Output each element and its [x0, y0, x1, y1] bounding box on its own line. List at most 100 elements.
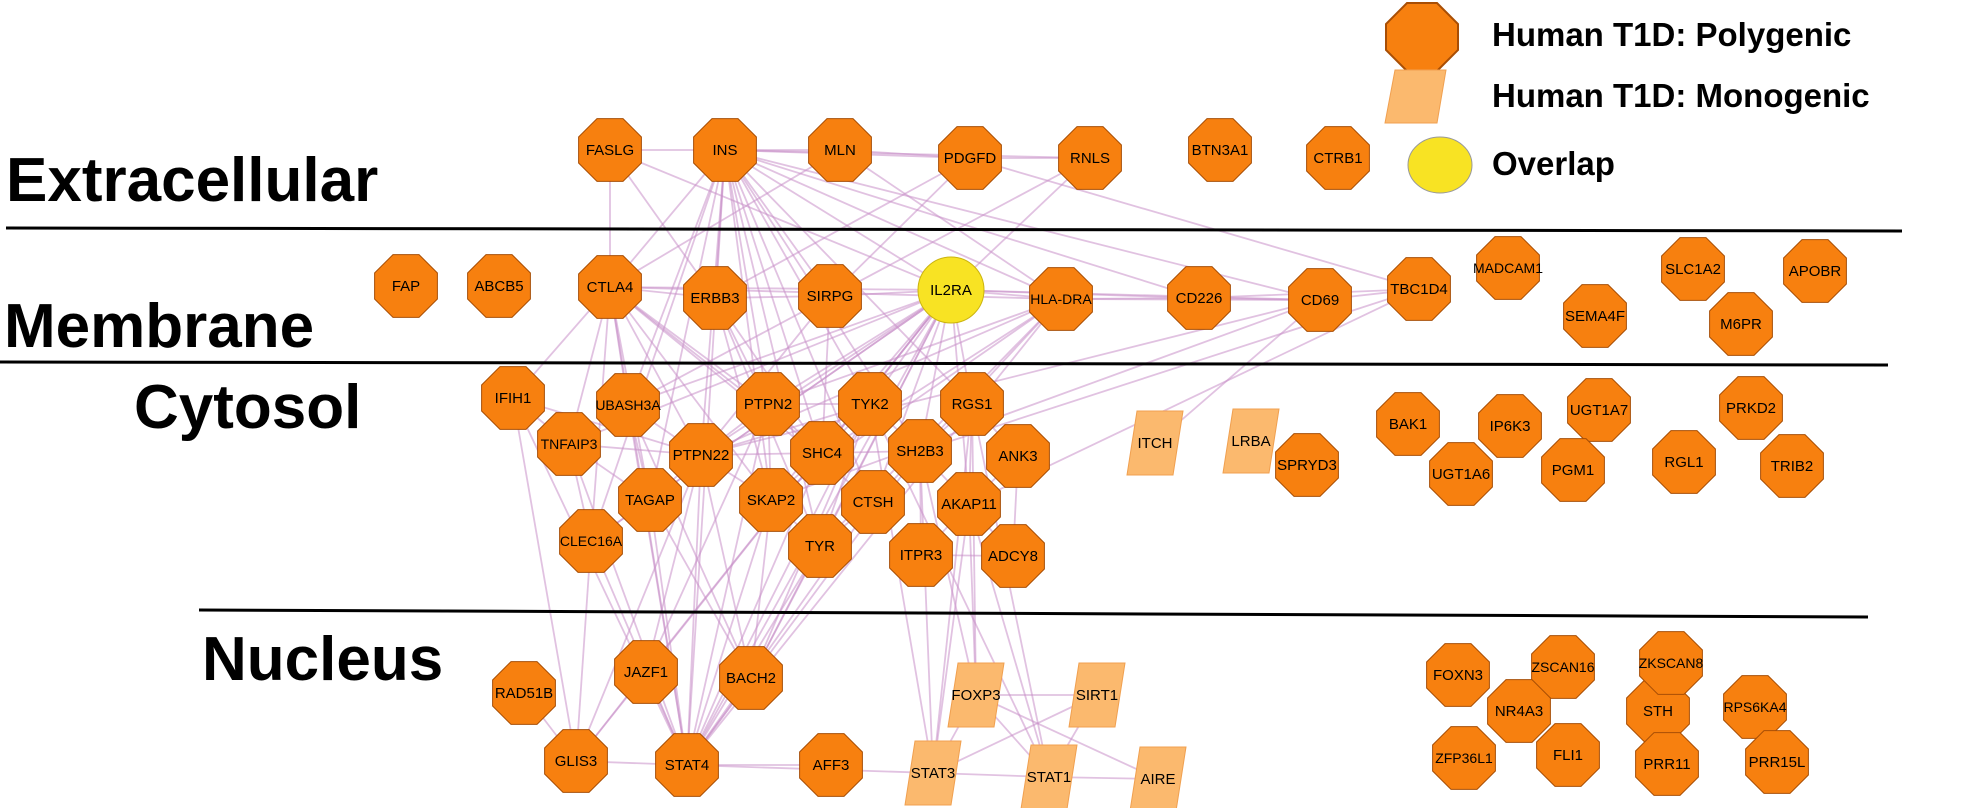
- node-ctrb1[interactable]: CTRB1: [1306, 126, 1370, 190]
- node-label: PRR11: [1643, 756, 1690, 773]
- node-trib2[interactable]: TRIB2: [1760, 434, 1824, 498]
- node-adcy8[interactable]: ADCY8: [981, 524, 1045, 588]
- node-ctla4[interactable]: CTLA4: [578, 255, 642, 319]
- node-clec16a[interactable]: CLEC16A: [559, 509, 623, 573]
- node-fap[interactable]: FAP: [374, 254, 438, 318]
- node-bach2[interactable]: BACH2: [719, 646, 783, 710]
- node-nr4a3[interactable]: NR4A3: [1487, 679, 1551, 743]
- octagon-shape: [788, 514, 852, 578]
- node-ugt1a7[interactable]: UGT1A7: [1567, 378, 1631, 442]
- node-erbb3[interactable]: ERBB3: [683, 266, 747, 330]
- octagon-shape: [1635, 732, 1699, 796]
- node-ugt1a6[interactable]: UGT1A6: [1429, 442, 1493, 506]
- node-apobr[interactable]: APOBR: [1783, 239, 1847, 303]
- node-aff3[interactable]: AFF3: [799, 733, 863, 797]
- node-sirt1[interactable]: SIRT1: [1068, 662, 1126, 728]
- octagon-shape: [1429, 442, 1493, 506]
- octagon-shape: [1563, 284, 1627, 348]
- octagon-shape: [374, 254, 438, 318]
- node-glis3[interactable]: GLIS3: [544, 729, 608, 793]
- node-il2ra[interactable]: IL2RA: [917, 256, 985, 324]
- node-tyk2[interactable]: TYK2: [838, 372, 902, 436]
- node-hla-dra[interactable]: HLA-DRA: [1029, 267, 1093, 331]
- node-itch[interactable]: ITCH: [1126, 410, 1184, 476]
- node-ank3[interactable]: ANK3: [986, 424, 1050, 488]
- node-cd69[interactable]: CD69: [1288, 268, 1352, 332]
- node-label: PDGFD: [944, 150, 997, 167]
- node-rgs1[interactable]: RGS1: [940, 372, 1004, 436]
- node-tnfaip3[interactable]: TNFAIP3: [537, 412, 601, 476]
- node-skap2[interactable]: SKAP2: [739, 468, 803, 532]
- edge-rgs1-stat1: [971, 403, 1050, 778]
- edge-clec16a-glis3: [575, 540, 592, 762]
- node-aire[interactable]: AIRE: [1129, 746, 1187, 808]
- edge-ptpn22-stat4: [686, 454, 702, 766]
- edge-il2ra-ptpn22: [700, 289, 952, 456]
- node-pgm1[interactable]: PGM1: [1541, 438, 1605, 502]
- node-label: ZKSCAN8: [1639, 655, 1704, 671]
- node-stat3[interactable]: STAT3: [904, 740, 962, 806]
- node-prkd2[interactable]: PRKD2: [1719, 376, 1783, 440]
- edge-ins-hla-dra: [724, 149, 1062, 300]
- node-sema4f[interactable]: SEMA4F: [1563, 284, 1627, 348]
- edge-faslg-il2ra: [609, 149, 952, 291]
- node-ubash3a[interactable]: UBASH3A: [595, 373, 661, 437]
- node-abcb5[interactable]: ABCB5: [467, 254, 531, 318]
- octagon-shape: [1745, 730, 1809, 794]
- region-label-cytosol: Cytosol: [134, 373, 361, 442]
- edge-tyk2-stat3: [869, 403, 934, 774]
- edge-mln-hla-dra: [839, 149, 1062, 300]
- node-label: FOXN3: [1433, 667, 1483, 684]
- edge-foxp3-aire: [975, 694, 1159, 780]
- region-label-nucleus: Nucleus: [202, 625, 443, 694]
- node-tyr[interactable]: TYR: [788, 514, 852, 578]
- node-zkscan8[interactable]: ZKSCAN8: [1639, 631, 1704, 695]
- node-ifih1[interactable]: IFIH1: [481, 366, 545, 430]
- node-pdgfd[interactable]: PDGFD: [938, 126, 1002, 190]
- node-fli1[interactable]: FLI1: [1536, 723, 1600, 787]
- node-stat1[interactable]: STAT1: [1020, 744, 1078, 808]
- node-foxn3[interactable]: FOXN3: [1426, 643, 1490, 707]
- node-ins[interactable]: INS: [693, 118, 757, 182]
- node-btn3a1[interactable]: BTN3A1: [1188, 118, 1252, 182]
- node-faslg[interactable]: FASLG: [578, 118, 642, 182]
- node-rps6ka4[interactable]: RPS6KA4: [1723, 675, 1787, 739]
- node-foxp3[interactable]: FOXP3: [947, 662, 1005, 728]
- node-lrba[interactable]: LRBA: [1222, 408, 1280, 474]
- node-prr11[interactable]: PRR11: [1635, 732, 1699, 796]
- node-akap11[interactable]: AKAP11: [937, 472, 1001, 536]
- node-sirpg[interactable]: SIRPG: [798, 264, 862, 328]
- node-ptpn22[interactable]: PTPN22: [669, 423, 733, 487]
- node-bak1[interactable]: BAK1: [1376, 392, 1440, 456]
- region-label-membrane: Membrane: [4, 292, 314, 361]
- node-spryd3[interactable]: SPRYD3: [1275, 433, 1339, 497]
- node-ctsh[interactable]: CTSH: [841, 470, 905, 534]
- node-tbc1d4[interactable]: TBC1D4: [1387, 257, 1451, 321]
- node-cd226[interactable]: CD226: [1167, 266, 1231, 330]
- node-zfp36l1[interactable]: ZFP36L1: [1432, 726, 1496, 790]
- node-rnls[interactable]: RNLS: [1058, 126, 1122, 190]
- octagon-shape: [1387, 257, 1451, 321]
- node-tagap[interactable]: TAGAP: [618, 468, 682, 532]
- node-ip6k3[interactable]: IP6K3: [1478, 394, 1542, 458]
- node-prr15l[interactable]: PRR15L: [1745, 730, 1809, 794]
- node-itpr3[interactable]: ITPR3: [889, 523, 953, 587]
- octagon-shape: [1783, 239, 1847, 303]
- node-rad51b[interactable]: RAD51B: [492, 661, 556, 725]
- node-rgl1[interactable]: RGL1: [1652, 430, 1716, 494]
- node-stat4[interactable]: STAT4: [655, 733, 719, 797]
- node-ptpn2[interactable]: PTPN2: [736, 372, 800, 436]
- node-label: RGL1: [1664, 454, 1703, 471]
- node-slc1a2[interactable]: SLC1A2: [1661, 237, 1725, 301]
- node-label: IP6K3: [1490, 418, 1531, 435]
- node-jazf1[interactable]: JAZF1: [614, 640, 678, 704]
- node-m6pr[interactable]: M6PR: [1709, 292, 1773, 356]
- node-label: LRBA: [1231, 433, 1270, 450]
- node-sh2b3[interactable]: SH2B3: [888, 419, 952, 483]
- node-zscan16[interactable]: ZSCAN16: [1531, 635, 1595, 699]
- node-mln[interactable]: MLN: [808, 118, 872, 182]
- node-madcam1[interactable]: MADCAM1: [1473, 236, 1543, 300]
- region-dividers: [0, 226, 1903, 619]
- node-shc4[interactable]: SHC4: [790, 421, 854, 485]
- edge-ins-tyk2: [724, 149, 871, 405]
